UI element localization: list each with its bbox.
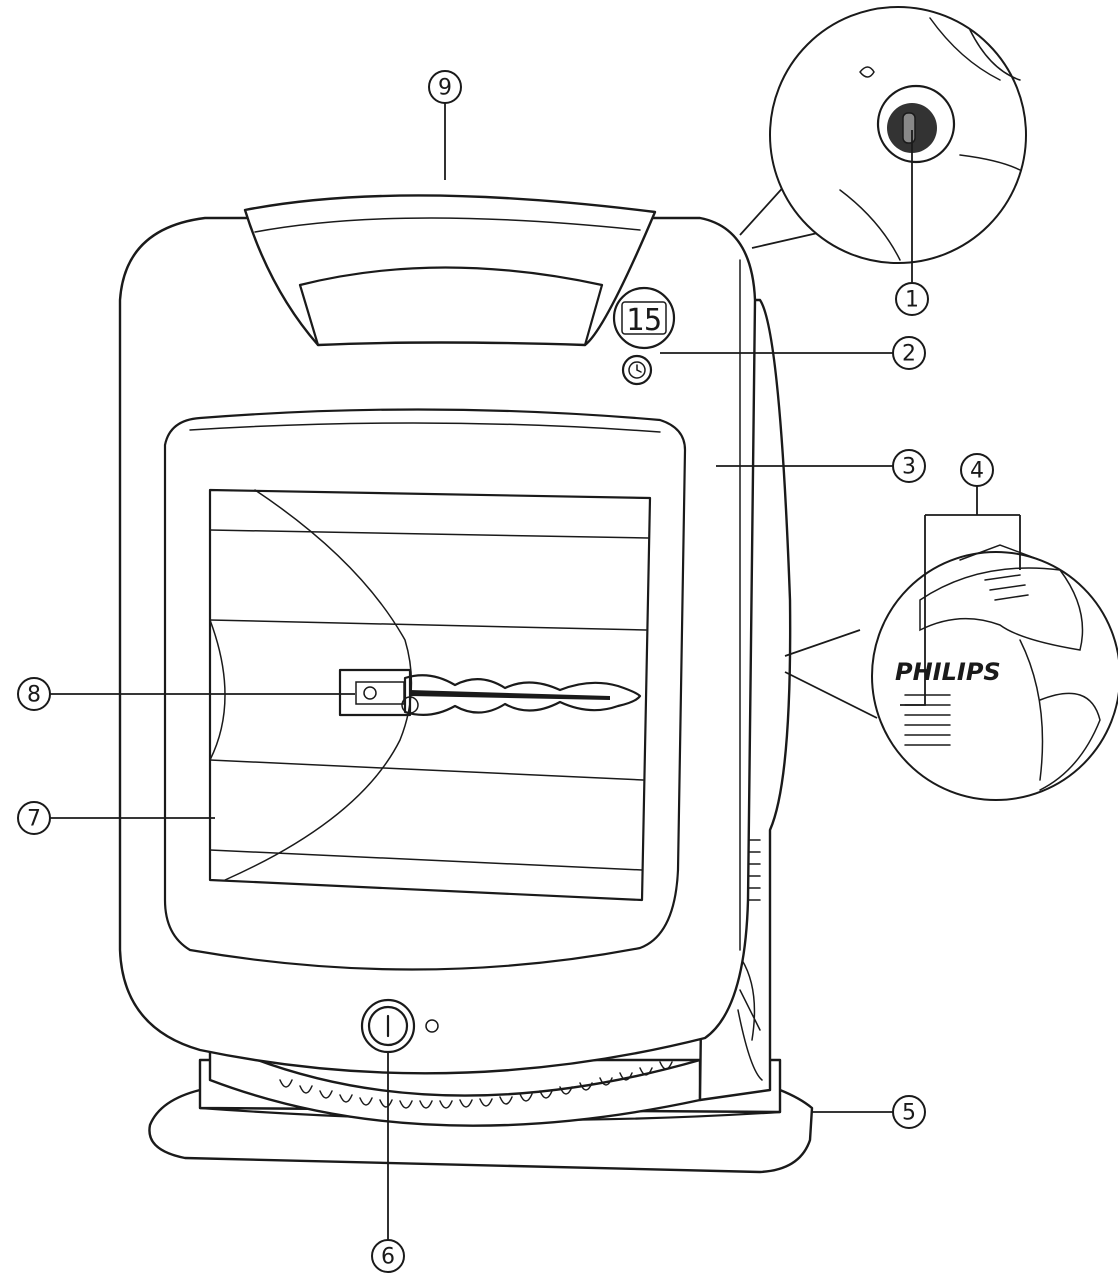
callout-8-label: 8	[27, 683, 41, 708]
timer-display-value: 15	[626, 303, 662, 338]
timer-button[interactable]	[621, 354, 653, 386]
callout-9-label: 9	[438, 76, 452, 101]
callout-9: 9	[428, 70, 462, 104]
callout-3: 3	[892, 449, 926, 483]
lamp-bulb	[338, 668, 642, 717]
callout-6-label: 6	[381, 1245, 395, 1270]
vent-slots	[208, 1038, 702, 1127]
callout-2: 2	[892, 336, 926, 370]
timer-display: 15	[612, 286, 676, 350]
detail-magnifier-switch	[739, 6, 1027, 264]
callout-5-label: 5	[902, 1101, 916, 1126]
main-housing	[118, 216, 757, 1075]
callout-7-label: 7	[27, 807, 41, 832]
power-button[interactable]	[360, 998, 416, 1054]
power-indicator-light	[425, 1019, 439, 1033]
front-window-frame	[163, 408, 687, 971]
callout-8: 8	[17, 677, 51, 711]
leader-lines	[50, 103, 1021, 1240]
detail-brand-logo: PHILIPS	[895, 658, 1001, 686]
callout-5: 5	[892, 1095, 926, 1129]
callout-6: 6	[371, 1239, 405, 1273]
handle	[243, 194, 657, 347]
callout-7: 7	[17, 801, 51, 835]
callout-1-label: 1	[905, 288, 919, 313]
callout-4: 4	[960, 453, 994, 487]
detail-magnifier-vents: PHILIPS	[784, 544, 1118, 801]
callout-4-label: 4	[970, 459, 984, 484]
callout-2-label: 2	[902, 342, 916, 367]
callout-3-label: 3	[902, 455, 916, 480]
callout-1: 1	[895, 282, 929, 316]
